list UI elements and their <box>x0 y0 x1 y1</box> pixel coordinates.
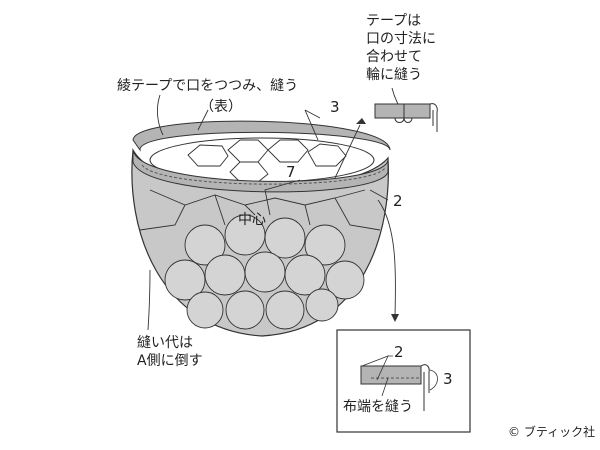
inset-dim-3: 3 <box>443 370 453 388</box>
tape-detail <box>374 103 438 132</box>
panel-lines <box>139 189 381 231</box>
tape-note-3: 合わせて <box>366 49 422 65</box>
dim-rim-offset: 2 <box>393 192 403 210</box>
bind-tape-label: 綾テープで口をつつみ、縫う <box>117 78 299 94</box>
dim-panel: 7 <box>286 163 296 181</box>
right-side-label: （表） <box>200 99 242 115</box>
seam-note-2: A側に倒す <box>137 353 203 369</box>
center-label: 中心 <box>238 212 266 228</box>
tape-note-1: テープは <box>366 13 422 29</box>
dim-rim-width: 3 <box>330 98 340 116</box>
tape-note-4: 輪に縫う <box>366 67 422 83</box>
seam-note-1: 縫い代は <box>137 335 193 351</box>
copyright: © ブティック社 <box>508 425 596 439</box>
inset-note: 布端を縫う <box>343 399 413 415</box>
inset-dim-2: 2 <box>394 343 404 361</box>
flower-patches <box>164 214 365 330</box>
tape-note-2: 口の寸法に <box>366 31 436 47</box>
